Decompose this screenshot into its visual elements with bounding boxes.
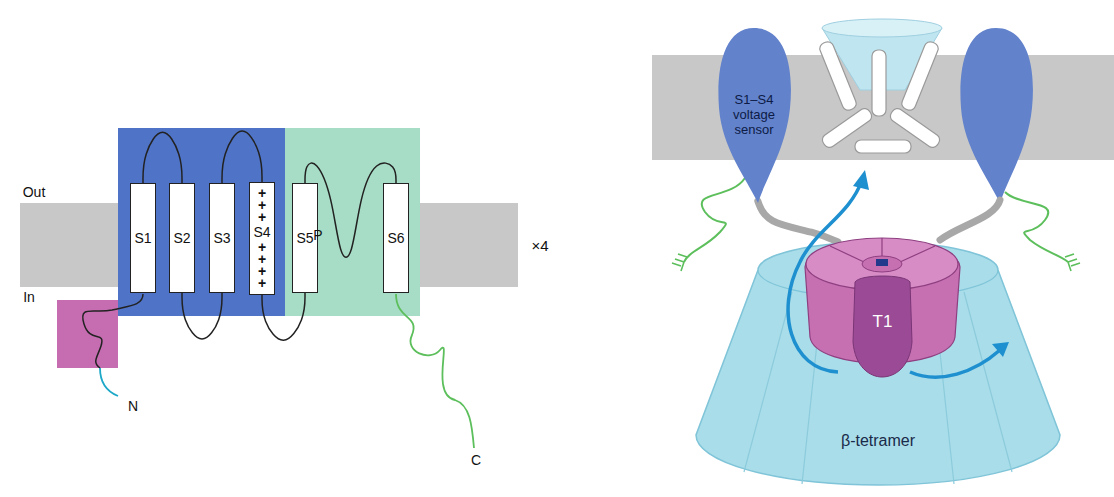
charge-marks: + + + — [258, 187, 267, 223]
helix-box: S2 — [169, 183, 195, 293]
t1-hub — [862, 256, 902, 272]
n-terminal-tail — [100, 368, 118, 396]
beta-facets — [744, 292, 1012, 484]
beta-body — [696, 242, 1060, 485]
loop-connector — [262, 293, 305, 340]
pore-helix — [872, 50, 886, 116]
node-outline — [800, 222, 965, 377]
terminus-label: N — [128, 398, 138, 414]
node-label: S5 — [296, 230, 313, 246]
node-label: S1 — [134, 230, 151, 246]
c-terminal-tail — [396, 294, 474, 448]
helix-box: S6 — [383, 183, 409, 293]
t1-pore — [876, 259, 888, 266]
side-label: In — [23, 289, 35, 305]
node-label: S2 — [173, 230, 190, 246]
charge-marks: + + + + — [258, 241, 267, 289]
multiplier-label: ×4 — [531, 237, 548, 254]
node-label: S4 — [253, 224, 270, 240]
voltage-sensor: S1–S4 voltage sensor — [716, 28, 792, 203]
pore-mouth — [822, 19, 942, 37]
pore-domain — [285, 128, 420, 316]
loop-connector — [143, 132, 182, 183]
loop-connector — [182, 293, 222, 339]
n-terminal-chain — [83, 294, 143, 368]
pore-helix — [818, 40, 858, 112]
t1-front-subunit — [853, 276, 912, 377]
sensor-blob — [718, 28, 791, 203]
tail-feather — [672, 254, 687, 271]
linker — [940, 200, 1000, 240]
pore-helices — [818, 40, 942, 153]
loop-connector — [222, 131, 262, 183]
sensor-blob — [960, 28, 1033, 203]
c-terminal-tail — [684, 178, 745, 262]
tail-feather — [1065, 254, 1080, 271]
side-label: Out — [23, 184, 46, 200]
helix-box: S1 — [130, 183, 156, 293]
t1-domain: T1 — [800, 222, 965, 377]
node-label: S3 — [213, 230, 230, 246]
helix-box: + + +S4+ + + + — [249, 182, 275, 295]
flow-arrowhead — [853, 170, 869, 190]
c-terminal-tail — [1005, 192, 1068, 262]
voltage-sensor-domain — [118, 128, 285, 316]
linker — [758, 201, 838, 242]
pore-helix — [900, 40, 940, 112]
node-label: S6 — [387, 230, 404, 246]
loop-label: P — [313, 227, 322, 243]
helix-box: S3 — [209, 183, 235, 293]
node-label: S1–S4 voltage sensor — [726, 93, 782, 138]
flow-arrowhead — [992, 342, 1009, 357]
node-label: T1 — [873, 312, 893, 332]
node-label: β-tetramer — [841, 432, 915, 450]
pore-helix — [855, 140, 911, 153]
terminus-label: C — [471, 452, 481, 468]
connector-group — [143, 131, 838, 340]
